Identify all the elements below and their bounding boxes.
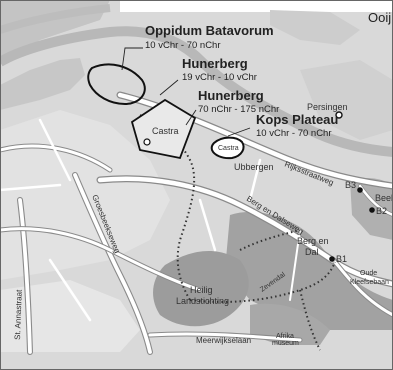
marker-b1-label: B1 xyxy=(336,254,347,264)
marker-b3-dot xyxy=(357,187,363,193)
polder-e xyxy=(300,60,393,140)
place-heilig-line2: Landstichting xyxy=(176,296,229,306)
castra-label-kops: Castra xyxy=(218,145,239,152)
forest-south xyxy=(250,303,330,345)
place-berg-en-dal-line1: Berg en xyxy=(297,236,329,246)
castra-label-hunerberg: Castra xyxy=(152,126,179,136)
oppidum-outline xyxy=(87,63,146,106)
river xyxy=(0,26,393,157)
site-dates-kops-plateau: 10 vChr - 70 nChr xyxy=(256,128,332,139)
marker-b2-dot xyxy=(369,207,375,213)
marker-b2-label: B2 xyxy=(376,206,387,216)
site-title-hunerberg-1: Hunerberg xyxy=(182,56,248,71)
margin xyxy=(120,0,393,12)
place-ubbergen: Ubbergen xyxy=(234,162,274,172)
site-title-hunerberg-2: Hunerberg xyxy=(198,88,264,103)
marker-b1-dot xyxy=(329,256,335,262)
site-dates-oppidum: 10 vChr - 70 nChr xyxy=(145,40,221,51)
persingen-dot xyxy=(335,111,343,119)
marker-b3-label: B3 xyxy=(345,180,356,190)
place-berg-en-dal-line2: Dal xyxy=(305,247,319,257)
road-label-st-annastraat: St. Annastraat xyxy=(13,289,24,340)
kops-plateau-outline xyxy=(210,136,245,160)
place-afrika-line2: museum xyxy=(272,340,299,347)
place-persingen: Persingen xyxy=(307,102,348,112)
forest-berg-en-dal xyxy=(225,211,393,330)
water-area-w xyxy=(0,58,85,110)
site-title-kops-plateau: Kops Plateau xyxy=(256,112,338,127)
castra-dot xyxy=(143,138,151,146)
road-label-meerwijkselaan: Meerwijkselaan xyxy=(196,336,251,345)
site-title-oppidum: Oppidum Batavorum xyxy=(145,23,274,38)
place-heilig-line1: Heilig xyxy=(190,285,213,295)
urban-area-south xyxy=(0,280,140,352)
place-oude-line1: Oude xyxy=(360,270,377,277)
place-beek: Beek xyxy=(375,193,393,203)
polder-ne xyxy=(270,10,360,45)
place-afrika-line1: Afrika xyxy=(276,333,294,340)
site-dates-hunerberg-2: 70 nChr - 175 nChr xyxy=(198,104,279,115)
place-oude-line2: Kleefsebaan xyxy=(350,279,389,286)
river-arm xyxy=(0,4,111,34)
place-ooij: Ooij xyxy=(368,10,391,25)
site-dates-hunerberg-1: 19 vChr - 10 vChr xyxy=(182,72,257,83)
leader-lines xyxy=(121,47,251,137)
